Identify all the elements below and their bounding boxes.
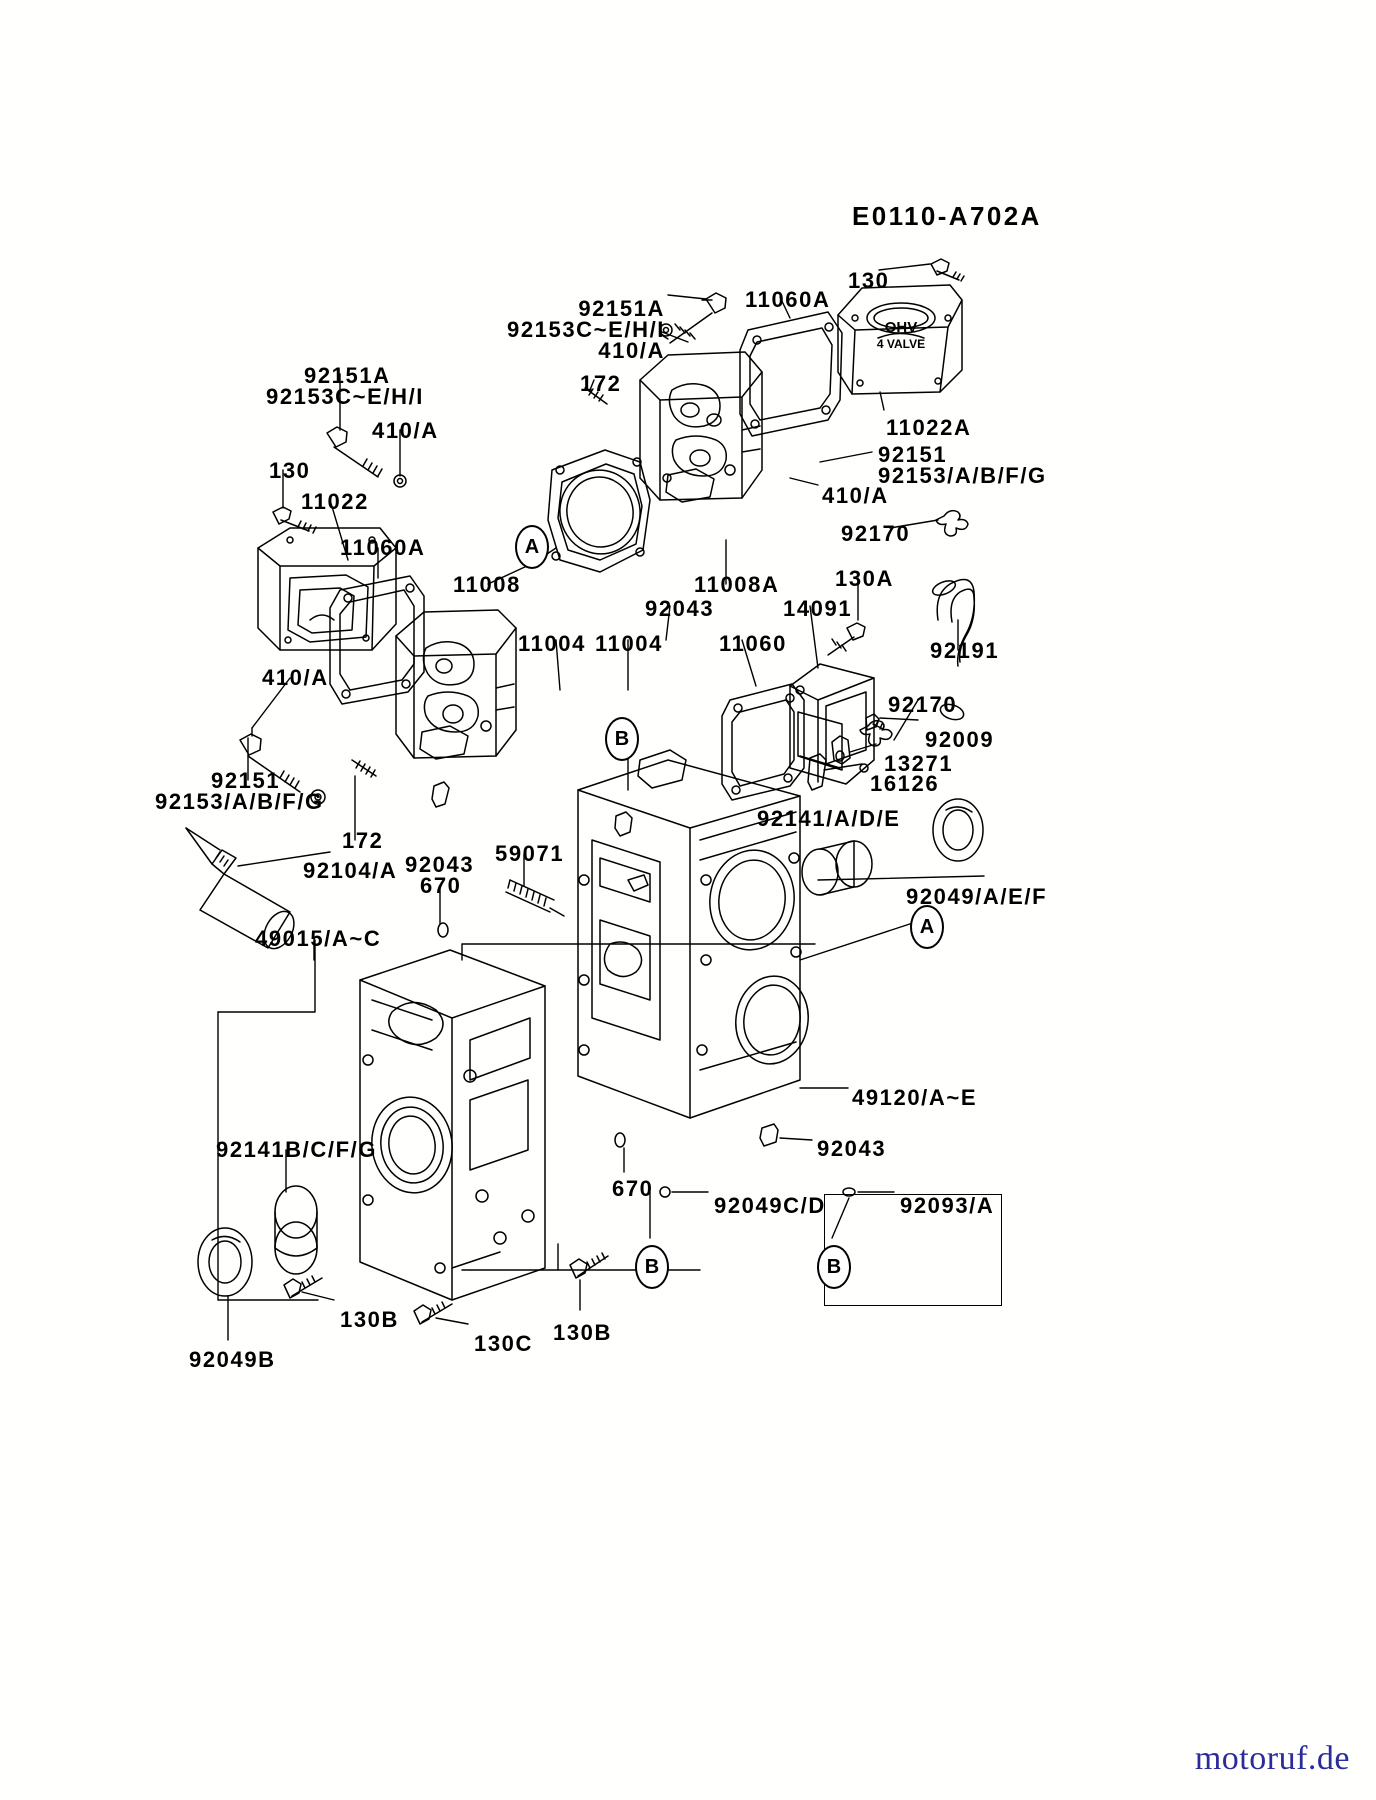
part-label-14091: 14091	[783, 596, 853, 621]
part-label-172: 172	[342, 828, 384, 853]
part-label-16126: 16126	[870, 771, 940, 796]
part-collar-92141b	[275, 1186, 317, 1274]
part-label-410-a: 410/A	[822, 483, 889, 508]
part-oil-seal-92049aef	[933, 799, 983, 861]
part-label-11008a: 11008A	[694, 572, 780, 597]
svg-text:OHV: OHV	[885, 319, 918, 336]
part-label-92151a: 92151A	[304, 363, 391, 388]
part-oring-670-lower	[615, 1133, 625, 1147]
reference-bubble-a: A	[515, 525, 549, 569]
part-gasket-11060a-left	[330, 576, 424, 704]
part-label-92153c-e-h-i: 92153C~E/H/I	[506, 317, 665, 342]
part-label-92141-a-d-e: 92141/A/D/E	[757, 806, 901, 831]
part-label-410-a: 410/A	[262, 665, 329, 690]
part-valve-16126	[808, 754, 826, 790]
part-label-92043: 92043	[817, 1136, 887, 1161]
part-gasket-11060-right	[722, 684, 804, 800]
reference-bubble-b: B	[605, 717, 639, 761]
part-label-92151a: 92151A	[578, 296, 665, 321]
part-label-92170: 92170	[888, 692, 958, 717]
part-cylinder-head-right	[640, 352, 762, 502]
part-label-92151: 92151	[878, 442, 948, 467]
part-bolt-130-top	[931, 259, 964, 281]
part-label-670: 670	[612, 1176, 654, 1201]
part-bolt-130b-right	[570, 1253, 608, 1278]
part-dowel-172-left	[352, 760, 376, 777]
part-pin-92049cd	[660, 1187, 670, 1197]
part-label-92043: 92043	[405, 852, 475, 877]
part-label-11060: 11060	[719, 631, 787, 656]
part-label-92049b: 92049B	[189, 1347, 276, 1372]
leader-lines	[228, 264, 984, 1340]
part-clamp-92170-lower	[860, 721, 892, 746]
part-label-410-a: 410/A	[598, 338, 665, 363]
part-bolt-130a	[828, 623, 865, 655]
part-label-92141b-c-f-g: 92141B/C/F/G	[216, 1137, 378, 1162]
part-label-130a: 130A	[835, 566, 894, 591]
part-label-11004: 11004	[595, 631, 663, 656]
part-plate-13271	[832, 736, 850, 764]
part-plug-92043-left	[432, 782, 449, 807]
part-breather-cover-14091	[790, 664, 874, 784]
part-label-92153c-e-h-i: 92153C~E/H/I	[266, 384, 425, 409]
part-oil-seal-92049b	[198, 1228, 252, 1296]
part-oring-670-upper	[438, 923, 448, 937]
part-label-11008: 11008	[453, 572, 521, 597]
part-bolt-130b-left	[284, 1276, 322, 1298]
part-label-130: 130	[848, 268, 890, 293]
part-bolt-92151a-top	[660, 293, 726, 343]
part-crankcase-cover-49120	[360, 950, 545, 1300]
watermark: motoruf.de	[1195, 1740, 1350, 1778]
part-label-13271: 13271	[884, 751, 954, 776]
reference-bubble-b: B	[635, 1245, 669, 1289]
part-label-410-a: 410/A	[372, 418, 439, 443]
part-label-130b: 130B	[553, 1320, 612, 1345]
part-label-92104-a: 92104/A	[303, 858, 398, 883]
part-label-92191: 92191	[930, 638, 1000, 663]
part-label-92093-a: 92093/A	[900, 1193, 995, 1218]
part-spring-59071	[506, 880, 564, 916]
part-gasket-11060a-top	[740, 312, 842, 436]
part-label-11060a: 11060A	[745, 287, 831, 312]
watermark-text: motoruf.de	[1194, 1740, 1350, 1777]
part-label-92170: 92170	[841, 521, 911, 546]
part-label-92043: 92043	[645, 596, 715, 621]
part-label-49120-a-e: 49120/A~E	[852, 1085, 978, 1110]
part-label-92009: 92009	[925, 727, 995, 752]
part-label-92151: 92151	[211, 768, 281, 793]
part-head-gasket-11008	[548, 450, 650, 572]
part-label-11022a: 11022A	[886, 415, 972, 440]
part-label-92153-a-b-f-g: 92153/A/B/F/G	[155, 789, 324, 814]
diagram-code: E0110-A702A	[852, 201, 1042, 231]
part-label-11060a: 11060A	[340, 535, 426, 560]
part-label-59071: 59071	[495, 841, 565, 866]
part-valve-cover-right: OHV 4 VALVE	[838, 285, 962, 394]
part-cylinder-head-left	[396, 610, 516, 759]
part-label-92049-a-e-f: 92049/A/E/F	[906, 884, 1048, 909]
part-label-92153-a-b-f-g: 92153/A/B/F/G	[878, 463, 1047, 488]
part-label-670: 670	[420, 873, 462, 898]
part-screw-92009	[866, 714, 883, 730]
part-label-130b: 130B	[340, 1307, 399, 1332]
svg-text:4 VALVE: 4 VALVE	[877, 337, 925, 351]
part-label-130c: 130C	[474, 1331, 533, 1356]
part-label-49015-a-c: 49015/A~C	[255, 926, 382, 951]
part-label-172: 172	[580, 371, 622, 396]
part-collar-92141ade	[802, 841, 872, 895]
part-label-130: 130	[269, 458, 311, 483]
part-label-11004: 11004	[518, 631, 586, 656]
reference-bubble-a: A	[910, 905, 944, 949]
part-label-92049c-d: 92049C/D	[714, 1193, 826, 1218]
part-bolt-130c	[414, 1302, 452, 1324]
part-clamp-92170-upper	[936, 511, 968, 536]
part-plug-92043-block	[760, 1124, 778, 1146]
part-label-11022: 11022	[301, 489, 369, 514]
reference-bubble-b: B	[817, 1245, 851, 1289]
